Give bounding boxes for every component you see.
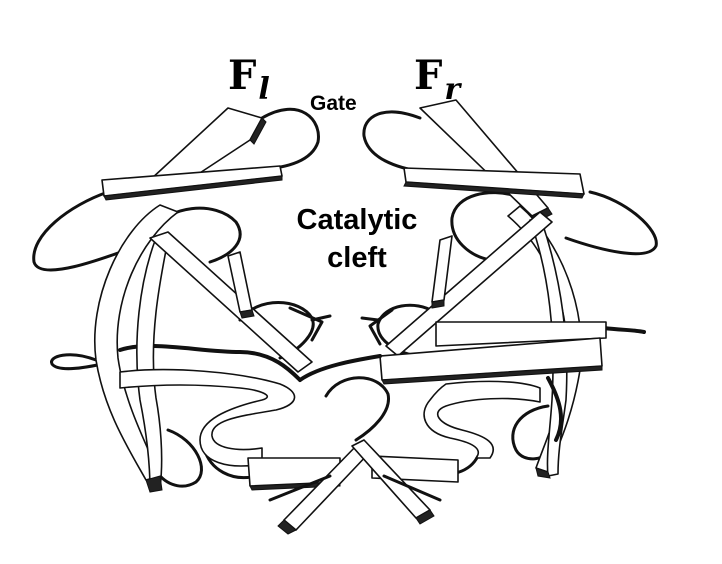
catalytic-cleft-line1: Catalytic [296, 204, 418, 236]
left-gate-loop [254, 107, 320, 172]
left-outer-loop [32, 190, 142, 272]
flap-left-subscript: l [258, 72, 270, 107]
left-turn-coil [288, 306, 332, 342]
right-tail-coil [602, 326, 646, 334]
flap-right-subscript: r [444, 72, 461, 107]
interface-lower-loop [324, 376, 390, 442]
right-outer-loop [564, 190, 658, 256]
interface-central-coil [298, 354, 382, 382]
left-monomer [32, 107, 332, 493]
flap-right-main: F [414, 52, 443, 99]
flap-left-main: F [228, 52, 257, 99]
catalytic-cleft-line2: cleft [327, 242, 387, 274]
right-monomer [360, 99, 658, 479]
right-helix-ribbon [423, 380, 541, 459]
left-flap-strand-a [149, 107, 263, 187]
flap-right-label: Fr [414, 56, 460, 108]
left-lower-loop [154, 428, 203, 488]
right-barrel-strand-b [529, 219, 568, 477]
gate-label: Gate [310, 92, 357, 115]
catalytic-cleft-label: Catalytic cleft [262, 201, 452, 277]
right-turn-coil [360, 308, 394, 346]
left-diagonal-strand [149, 231, 313, 373]
dimer-interface [247, 354, 459, 535]
right-long-strand-a [435, 321, 607, 347]
flap-left-label: Fl [228, 56, 270, 108]
right-gate-loop [362, 110, 426, 174]
right-flap-strand-a [419, 99, 549, 217]
right-inner-loop [450, 191, 518, 262]
left-small-loop [50, 353, 104, 371]
